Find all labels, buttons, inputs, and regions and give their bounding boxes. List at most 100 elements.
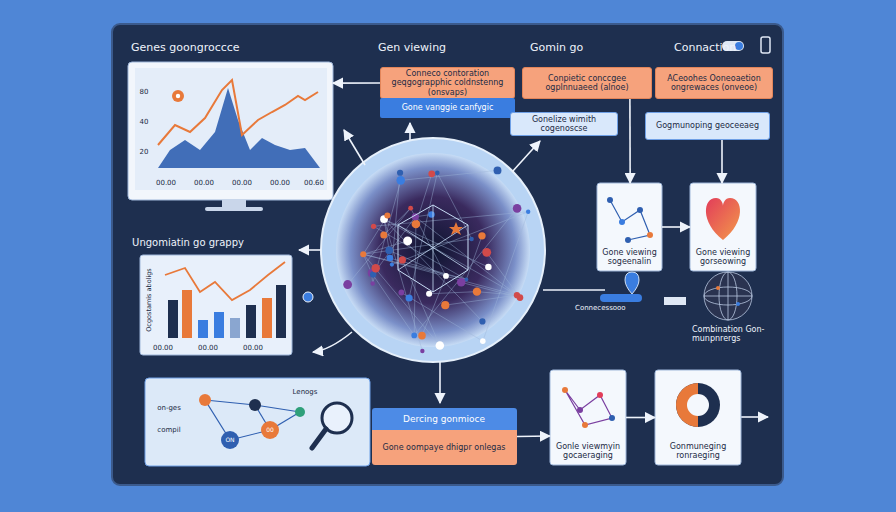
node-text: 00.00 [198,344,218,352]
illustration-shape [371,224,376,229]
mini-network [610,200,650,240]
wireframe [398,205,468,292]
illustration-shape [374,212,529,227]
node-text: Lenogs [293,388,318,396]
illustration-shape [344,130,365,165]
illustration-shape [435,171,440,176]
illustration-shape [439,362,441,403]
illustration-shape [441,301,449,309]
illustration-shape [429,292,477,294]
dot [716,286,720,290]
illustration-shape [205,400,255,405]
illustration-shape [418,332,426,340]
connector-arrow [629,99,631,183]
illustration-shape [360,251,366,257]
card-box: Gone viewing sogeenalin [597,183,662,271]
illustration-shape [469,237,473,241]
illustration-shape [619,219,625,225]
card-box: Gonle viewmyin gocaeraging [550,370,626,465]
network-node [199,394,211,406]
illustration-shape [230,318,240,338]
illustration-shape [607,197,613,203]
monitor-chart: 80402000.0000.0000.0000.0000.60 [128,62,333,200]
node-text: Conpietic conccgee ogplnnuaeed (alnoe) [528,74,646,92]
sphere [704,272,752,320]
node-text: 40 [140,118,149,126]
illustration-shape [443,273,449,279]
process-box: Gonelize wimith cogenoscse [510,112,618,136]
node-text: 00.60 [304,179,324,187]
node-text: Gonelize wimith cogenoscse [516,115,612,133]
process-box: Conneco contoration geqgograpphic coldns… [380,67,515,99]
monitor-base [205,207,263,211]
card [597,183,662,271]
illustration-shape [704,272,752,320]
network-node [261,421,279,439]
illustration-shape [401,293,482,342]
illustration-shape [214,312,224,338]
bar-chart-panel: Ungomiatin go grappyOcgostamis aboligs00… [128,232,293,360]
illustration-shape [168,300,178,338]
node-text: 80 [140,88,149,96]
header-label: Genes goongroccce [131,41,240,54]
card [690,183,756,271]
illustration-shape [477,292,517,296]
node-text: Gogmunoping geoceeaeg [656,121,759,130]
network-ring [321,138,545,362]
node-text: ON [225,437,234,444]
illustration-shape [457,278,465,286]
illustration-shape [182,290,192,338]
illustration-shape [405,294,412,301]
card-box: Gonmuneging ronraeging [655,370,741,465]
wireframe [433,205,434,292]
line-chart [158,80,318,145]
illustration-shape [198,320,208,338]
note-label: Connecessooo [575,304,626,312]
node-text: 00.00 [153,344,173,352]
mini-network [565,390,612,425]
monitor [128,62,333,200]
network [343,166,530,353]
process-box: Dercing gonmioceGone oompaye dhigpr onle… [372,408,517,465]
node-text: 20 [140,148,149,156]
illustration-shape [482,248,491,257]
illustration-shape [577,407,583,413]
node-text: ACeoohes Ooneoaetion ongrewaces (onveoe) [661,74,767,92]
monitor-stand [222,200,246,208]
illustration-shape [390,263,394,267]
illustration-shape [363,216,387,255]
illustration-shape [728,272,729,320]
heart-icon [706,198,740,240]
illustration-shape [397,170,403,176]
illustration-shape [371,264,379,272]
network-node [221,431,239,449]
line-chart [165,262,285,300]
illustration-shape [363,254,466,279]
illustration-shape [473,287,481,295]
illustration-shape [513,204,522,213]
magnifier-handle [312,429,326,448]
illustration-shape [402,260,439,346]
panel [112,24,783,485]
illustration-shape [414,224,416,335]
illustration-shape [420,349,424,353]
header-label: Gomin go [530,41,583,54]
illustration-shape [403,236,412,245]
illustration-shape [543,289,605,291]
connector-arrow [626,417,655,419]
illustration-shape [582,422,588,428]
node-text: Gone viewing gorseowing [695,248,751,266]
illustration-shape [372,273,415,336]
node-text: 00.00 [232,179,252,187]
process-box: ACeoohes Ooneoaetion ongrewaces (onveoe) [655,67,773,99]
illustration-shape [343,280,352,289]
illustration-shape [437,173,471,239]
card [655,370,741,465]
header-label: Connaction [674,41,736,54]
battery-icon [761,37,770,53]
illustration-shape [409,123,411,140]
node-text: Gonmuneging ronraeging [660,442,736,460]
illustration-shape [387,255,394,262]
illustration-shape [597,392,603,398]
